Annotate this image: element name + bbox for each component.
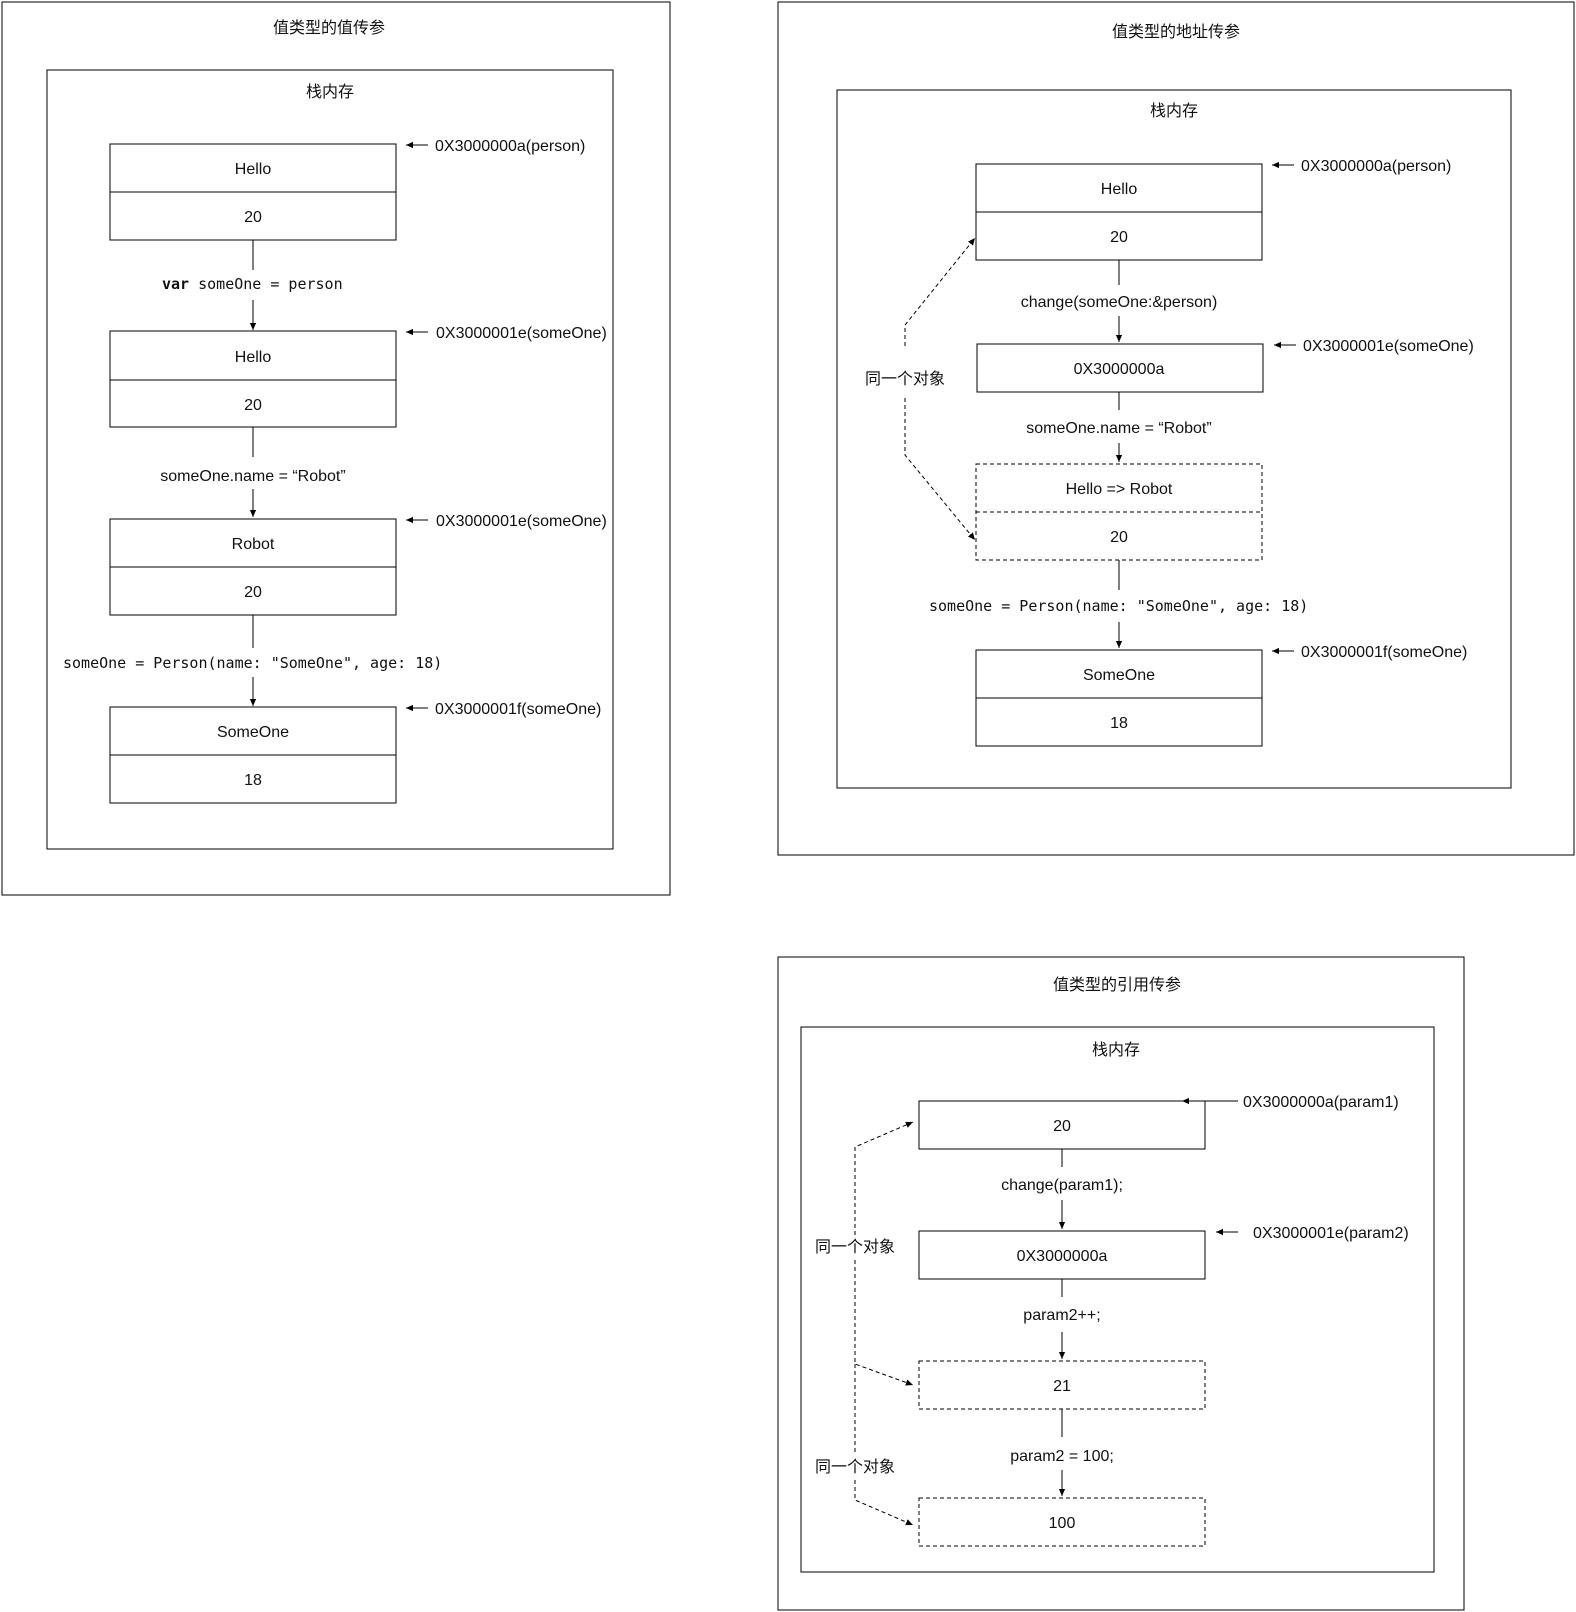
panel3-same-object-arrow-4	[854, 1480, 914, 1526]
panel1-step1: var someOne = person	[162, 275, 343, 293]
panel3-address2: 0X3000001e(param2)	[1253, 1225, 1409, 1242]
panel-address-pass: 值类型的地址传参 栈内存 Hello 20 0X3000000a(person)…	[777, 1, 1575, 856]
panel3-box3-rect	[918, 1360, 1206, 1410]
panel-reference-pass: 值类型的引用传参 栈内存 20 0X3000000a(param1) chang…	[777, 956, 1465, 1611]
panel1-box4-name: SomeOne	[217, 724, 289, 741]
panel1-step3: someOne = Person(name: "SomeOne", age: 1…	[63, 654, 442, 672]
panel3-box4-value: 100	[1049, 1515, 1076, 1532]
panel2-box3: Hello => Robot 20	[975, 463, 1263, 561]
panel1-address1: 0X3000000a(person)	[435, 138, 585, 155]
panel1-box4: SomeOne 18	[109, 706, 397, 804]
panel3-same-object-label-2: 同一个对象	[815, 1457, 895, 1476]
panel1-address3: 0X3000001e(someOne)	[436, 513, 607, 530]
panel1-frame	[1, 1, 671, 896]
panel2-title: 值类型的地址传参	[1112, 22, 1240, 41]
panel3-stack-label: 栈内存	[1092, 1040, 1140, 1059]
panel1-box2-name: Hello	[235, 349, 272, 366]
panel2-box4: SomeOne 18	[975, 649, 1263, 747]
panel3-same-object-label-1: 同一个对象	[815, 1237, 895, 1256]
panel1-box3-age: 20	[244, 584, 262, 601]
panel2-address4: 0X3000001f(someOne)	[1301, 644, 1467, 661]
panel1-step1-code: someOne = person	[189, 275, 343, 293]
panel2-stack-frame	[836, 89, 1512, 789]
panel1-step1-keyword: var	[162, 275, 189, 293]
panel2-box2-rect	[976, 343, 1264, 393]
panel2-same-object-arrow-down	[904, 398, 976, 541]
panel1-stack-frame	[46, 69, 614, 850]
panel1-box1-age: 20	[244, 209, 262, 226]
panel1-box2: Hello 20	[109, 330, 397, 428]
panel3-box2-rect	[918, 1230, 1206, 1280]
panel3-title: 值类型的引用传参	[1053, 975, 1181, 994]
panel1-box3-name: Robot	[232, 536, 275, 553]
panel3-box1-value: 20	[1053, 1118, 1071, 1135]
panel2-box4-name: SomeOne	[1083, 667, 1155, 684]
panel3-same-object-arrow-1	[854, 1121, 914, 1235]
panel3-box2: 0X3000000a	[918, 1230, 1206, 1280]
panel3-box3-value: 21	[1053, 1378, 1071, 1395]
panel3-frame	[777, 956, 1465, 1611]
panel3-box2-value: 0X3000000a	[1017, 1248, 1108, 1265]
panel-value-pass: 值类型的值传参 栈内存 Hello 20 0X3000000a(person) …	[1, 1, 671, 896]
panel3-box4: 100	[918, 1497, 1206, 1547]
panel1-address2: 0X3000001e(someOne)	[436, 325, 607, 342]
panel1-box1-name: Hello	[235, 161, 272, 178]
panel3-box1: 20	[918, 1100, 1206, 1150]
panel2-stack-label: 栈内存	[1150, 101, 1198, 120]
panel1-stack-label: 栈内存	[306, 82, 354, 101]
panel3-step1: change(param1);	[1001, 1177, 1123, 1194]
panel2-step2: someOne.name = “Robot”	[1026, 420, 1211, 437]
panel1-title: 值类型的值传参	[273, 18, 385, 37]
panel2-box3-age: 20	[1110, 529, 1128, 546]
panel2-step3: someOne = Person(name: "SomeOne", age: 1…	[929, 597, 1308, 615]
panel1-address4: 0X3000001f(someOne)	[435, 701, 601, 718]
panel2-address1: 0X3000000a(person)	[1301, 158, 1451, 175]
panel2-same-object-label: 同一个对象	[865, 369, 945, 388]
panel1-box4-age: 18	[244, 772, 262, 789]
panel1-box2-age: 20	[244, 397, 262, 414]
panel2-frame	[777, 1, 1575, 856]
panel3-step3: param2 = 100;	[1010, 1448, 1114, 1465]
panel2-box2: 0X3000000a	[976, 343, 1264, 393]
panel1-box2-rect	[109, 330, 397, 428]
panel2-box4-age: 18	[1110, 715, 1128, 732]
panel3-box1-rect	[918, 1100, 1206, 1150]
panel1-step2: someOne.name = “Robot”	[160, 468, 345, 485]
panel1-box1: Hello 20	[109, 143, 397, 241]
panel3-address1: 0X3000000a(param1)	[1243, 1094, 1399, 1111]
panel3-step2: param2++;	[1023, 1307, 1100, 1324]
panel2-same-object-arrow-up	[904, 237, 976, 346]
panel1-box3: Robot 20	[109, 518, 397, 616]
panel2-address2: 0X3000001e(someOne)	[1303, 338, 1474, 355]
panel2-step1: change(someOne:&person)	[1021, 294, 1218, 311]
panel2-box1-age: 20	[1110, 229, 1128, 246]
panel3-box3: 21	[918, 1360, 1206, 1410]
panel2-box2-value: 0X3000000a	[1074, 361, 1165, 378]
panel2-box1: Hello 20	[975, 163, 1263, 261]
panel2-box3-name: Hello => Robot	[1066, 481, 1173, 498]
panel3-box4-rect	[918, 1497, 1206, 1547]
panel2-box1-name: Hello	[1101, 181, 1138, 198]
panel3-stack-frame	[800, 1026, 1435, 1573]
panel3-same-object-arrow-2	[854, 1260, 914, 1386]
